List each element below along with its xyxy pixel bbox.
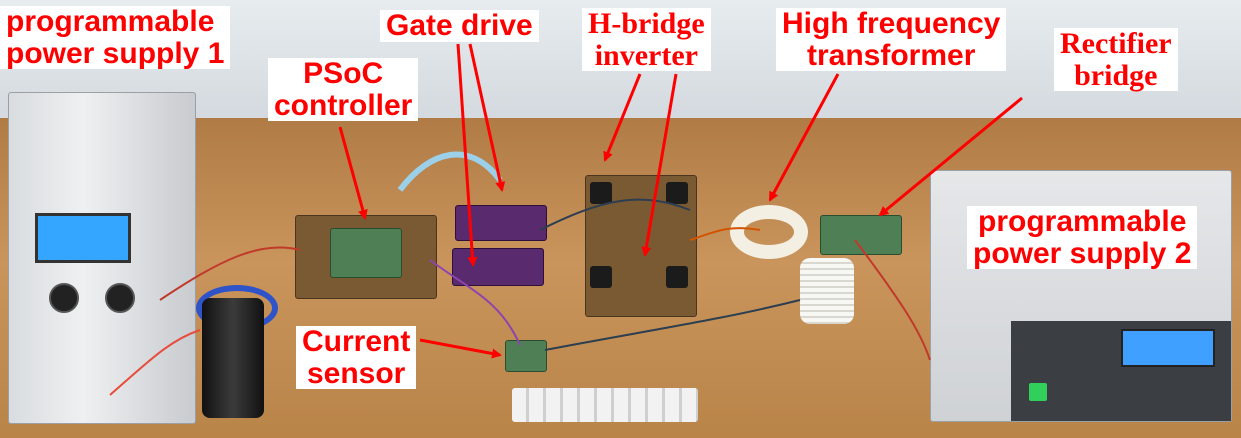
label-line: sensor — [306, 356, 406, 390]
label-line: inverter — [594, 38, 698, 72]
psoc-controller-board — [330, 228, 402, 278]
label-line: Gate drive — [386, 9, 533, 42]
arrow-transformer — [768, 73, 840, 202]
psu1-knob-right — [105, 283, 135, 313]
label-line: programmable — [978, 205, 1187, 238]
label-line: Current — [302, 325, 411, 358]
arrow-h-bridge-2 — [641, 73, 678, 257]
h-bridge-inverter-board — [585, 175, 697, 317]
arrow-rectifier — [878, 96, 1023, 217]
gate-drive-board-2 — [452, 248, 544, 286]
psu2-display — [1121, 329, 1215, 367]
label-line: High frequency — [782, 7, 1001, 40]
label-line: H-bridge — [588, 7, 705, 40]
arrow-gate-drive-2 — [468, 43, 506, 192]
psu1-display — [35, 213, 131, 263]
capacitor — [202, 298, 264, 418]
arrow-h-bridge-1 — [603, 73, 642, 162]
label-line: PSoC — [303, 57, 384, 90]
label-line: Rectifier — [1060, 27, 1172, 60]
arrow-psoc — [338, 126, 368, 220]
switch-module — [666, 182, 688, 204]
psu2-power-button — [1029, 383, 1047, 401]
label-power-supply-1: programmable power supply 1 — [0, 5, 231, 70]
power-supply-1-unit — [8, 92, 196, 424]
label-current-sensor: Current sensor — [296, 325, 417, 390]
terminal-block — [512, 388, 698, 422]
psu1-knob-left — [49, 283, 79, 313]
label-h-bridge-inverter: H-bridge inverter — [582, 8, 711, 71]
cable-bundle — [109, 151, 931, 396]
label-line: power supply 2 — [973, 236, 1192, 270]
label-line: power supply 1 — [6, 36, 225, 70]
label-line: transformer — [806, 38, 976, 72]
label-psoc-controller: PSoC controller — [268, 57, 419, 122]
label-power-supply-2: programmable power supply 2 — [967, 205, 1198, 270]
label-rectifier-bridge: Rectifier bridge — [1054, 28, 1178, 91]
inductor-coil — [800, 258, 854, 324]
arrow-current-sensor — [419, 338, 502, 359]
switch-module — [590, 182, 612, 204]
psu2-front-panel — [1011, 321, 1231, 421]
arrow-gate-drive-1 — [456, 43, 478, 267]
switch-module — [666, 266, 688, 288]
label-high-frequency-transformer: High frequency transformer — [776, 7, 1007, 72]
annotation-arrows — [338, 43, 1023, 359]
label-line: controller — [274, 88, 413, 122]
label-gate-drive: Gate drive — [380, 10, 539, 42]
switch-module — [590, 266, 612, 288]
label-line: bridge — [1074, 58, 1158, 92]
current-sensor-board — [505, 340, 547, 372]
label-line: programmable — [6, 5, 215, 38]
